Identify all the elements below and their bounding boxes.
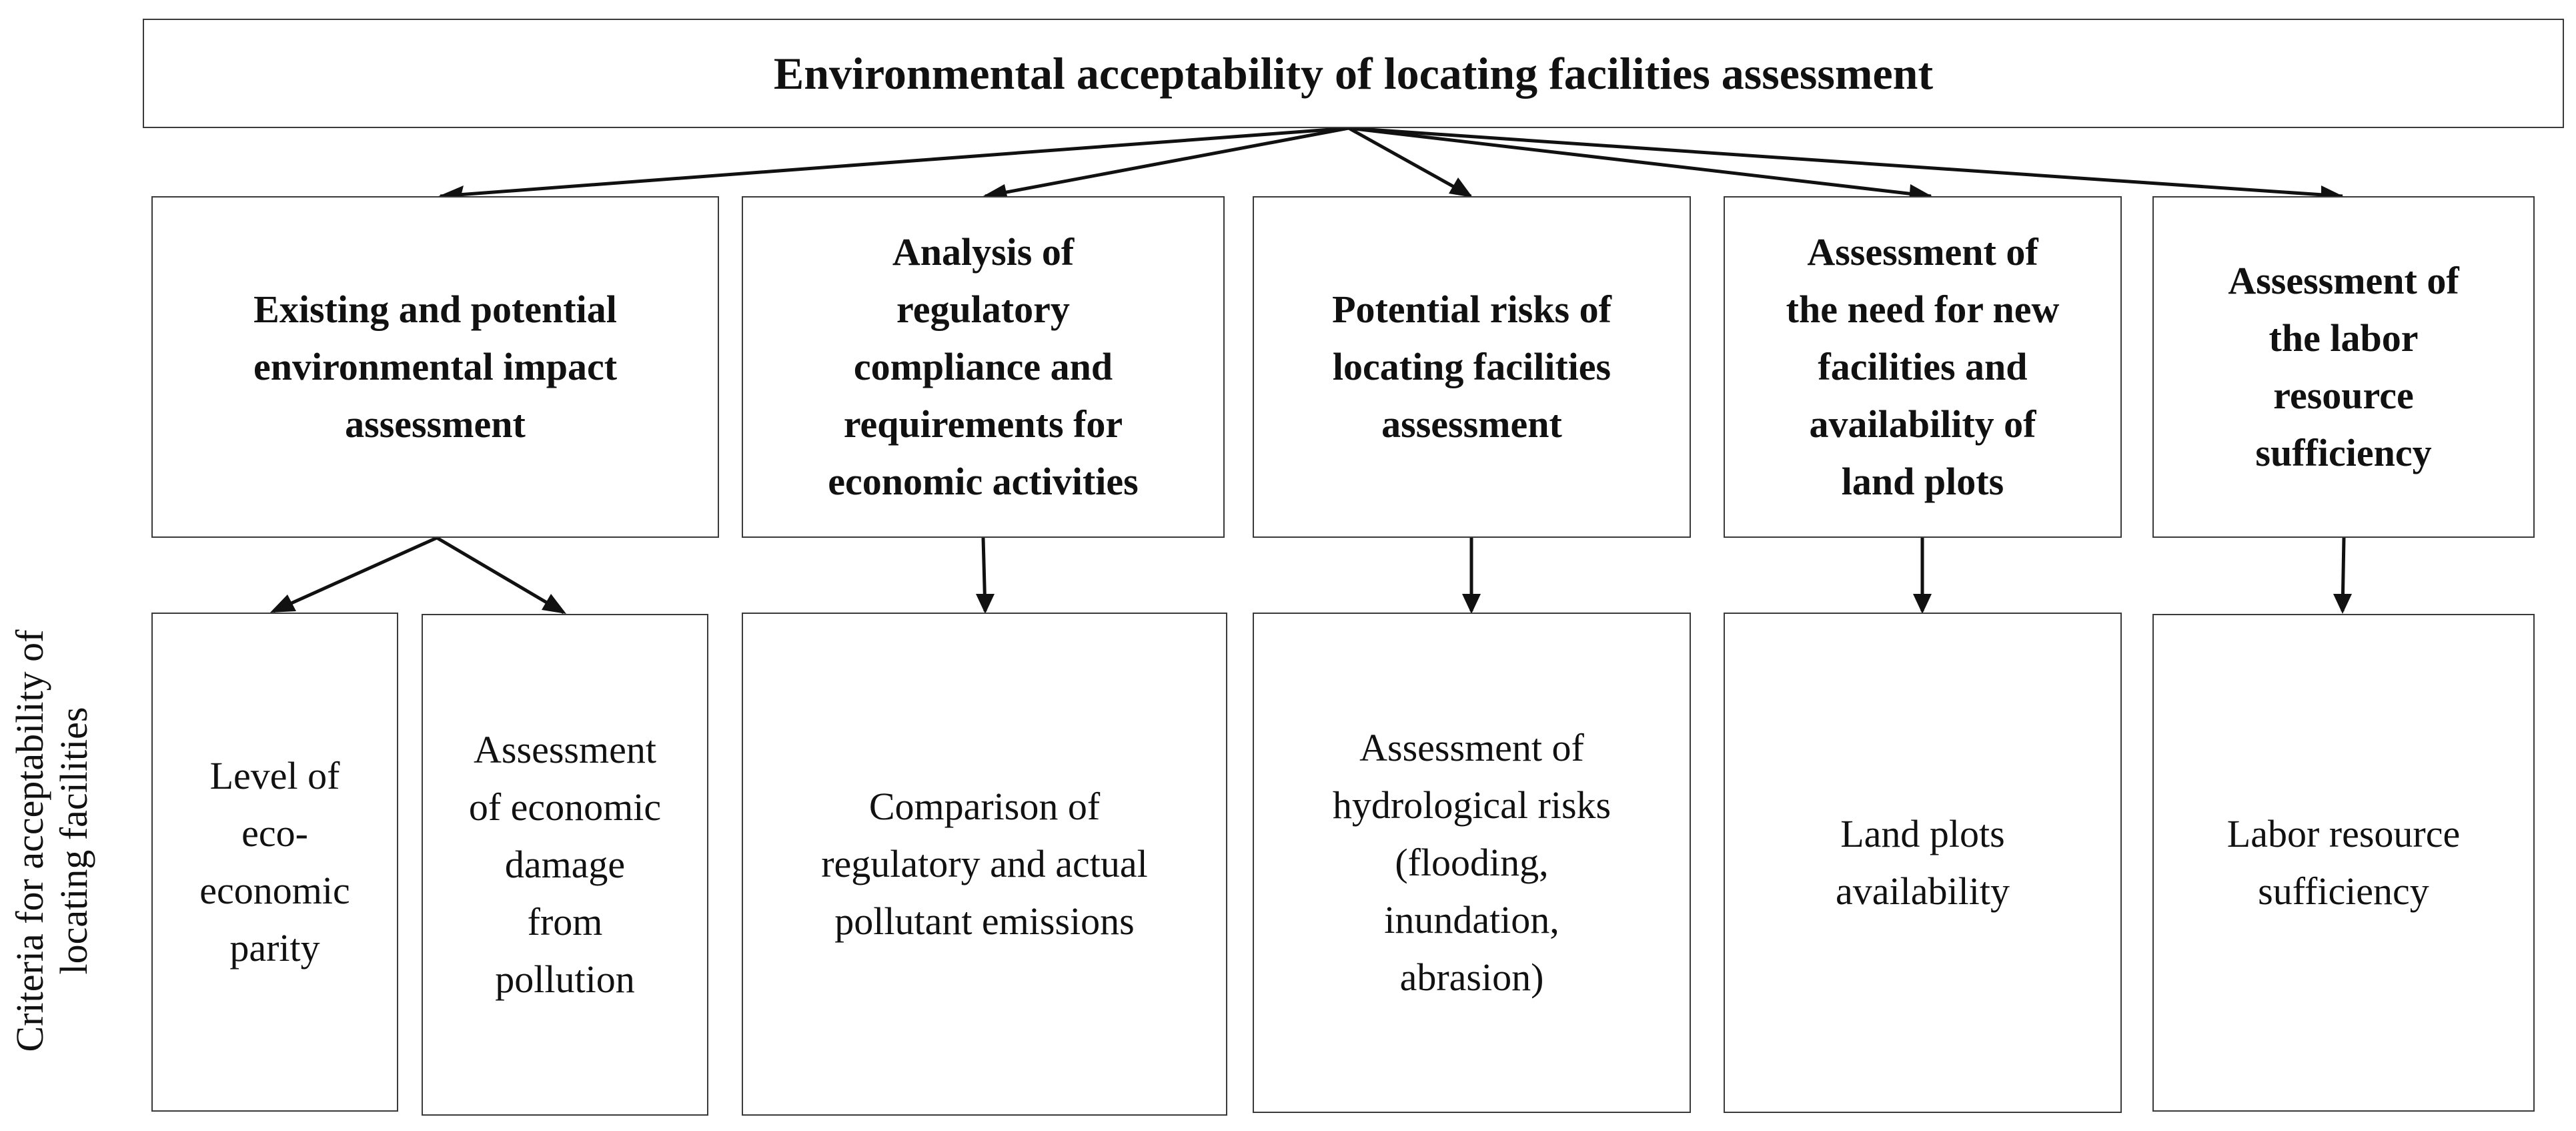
arrow-title-to-cat-3 <box>1347 126 1472 198</box>
criterion-box-eco-economic-parity: Level of eco- economic parity <box>151 613 398 1112</box>
arrow-title-to-cat-5 <box>1348 126 2343 198</box>
criterion-label: Level of eco- economic parity <box>199 754 350 970</box>
criterion-label: Labor resource sufficiency <box>2226 812 2461 913</box>
arrowhead <box>1449 177 1473 198</box>
criterion-label: Assessment of hydrological risks (floodi… <box>1332 726 1612 999</box>
arrowhead <box>2333 594 2352 614</box>
criterion-label: Comparison of regulatory and actual poll… <box>821 785 1148 943</box>
category-box-need-for-facilities: Assessment of the need for new facilitie… <box>1724 196 2122 538</box>
category-label: Potential risks of locating facilities a… <box>1332 288 1612 446</box>
criterion-box-labor-resource: Labor resource sufficiency <box>2152 614 2535 1112</box>
arrow-title-to-cat-1 <box>440 126 1349 198</box>
arrowhead <box>542 594 566 614</box>
category-label: Assessment of the labor resource suffici… <box>2228 259 2459 474</box>
category-label: Existing and potential environmental imp… <box>253 288 618 446</box>
criterion-label: Land plots availability <box>1836 812 2010 913</box>
criterion-label: Assessment of economic damage from pollu… <box>468 728 662 1001</box>
side-label: Criteria for acceptability of locating f… <box>8 629 95 1052</box>
title-box: Environmental acceptability of locating … <box>143 19 2564 128</box>
category-box-regulatory-compliance: Analysis of regulatory compliance and re… <box>742 196 1225 538</box>
arrowhead <box>976 594 995 614</box>
category-box-potential-risks: Potential risks of locating facilities a… <box>1253 196 1691 538</box>
category-box-environmental-impact: Existing and potential environmental imp… <box>151 196 719 538</box>
arrowhead <box>270 595 296 613</box>
diagram-title: Environmental acceptability of locating … <box>773 47 1934 99</box>
category-label: Assessment of the need for new facilitie… <box>1786 230 2060 503</box>
criterion-box-economic-damage: Assessment of economic damage from pollu… <box>422 614 708 1116</box>
arrow-title-to-cat-4 <box>1348 126 1932 198</box>
arrowhead <box>1462 594 1481 614</box>
criterion-box-pollutant-emissions: Comparison of regulatory and actual poll… <box>742 613 1227 1116</box>
category-box-labor-resource: Assessment of the labor resource suffici… <box>2152 196 2535 538</box>
arrow-title-to-cat-2 <box>985 126 1349 198</box>
arrow-cat1-to-crit-1 <box>272 536 438 613</box>
criterion-box-land-plots: Land plots availability <box>1724 613 2122 1113</box>
arrow-cat1-to-crit-2 <box>436 536 565 615</box>
arrowhead <box>1913 594 1932 614</box>
category-label: Analysis of regulatory compliance and re… <box>828 230 1139 503</box>
criterion-box-hydrological-risks: Assessment of hydrological risks (floodi… <box>1253 613 1691 1113</box>
